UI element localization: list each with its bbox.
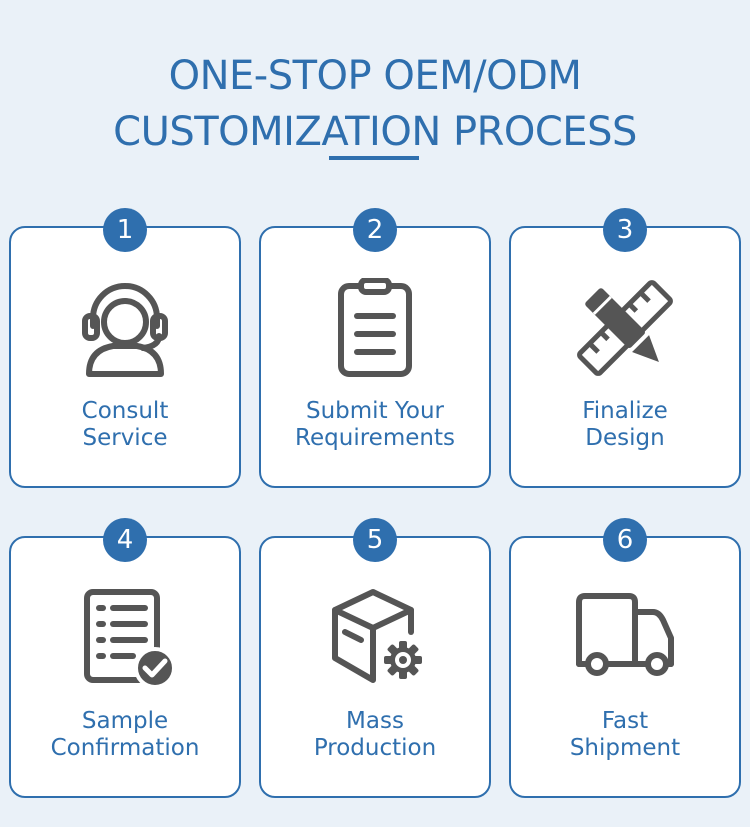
title-line-1: ONE-STOP OEM/ODM (168, 53, 582, 99)
step-badge: 4 (103, 518, 147, 562)
headset-agent-icon (82, 283, 168, 377)
step-badge: 6 (603, 518, 647, 562)
step-card-submit-requirements: 2 Submit Your Requirements (259, 208, 491, 488)
step-card-finalize-design: 3 Finalize Design (509, 208, 741, 488)
title-line-2: CUSTOMIZATION PROCESS (113, 109, 637, 155)
step-label: Fast Shipment (569, 708, 681, 761)
title-underline (329, 156, 419, 160)
step-label: Finalize Design (582, 398, 668, 451)
step-card-fast-shipment: 6 Fast Shipment (509, 518, 741, 798)
step-card-sample-confirmation: 4 Sample Confirmation (9, 518, 241, 798)
box-gear-icon (332, 589, 423, 683)
step-badge: 1 (103, 208, 147, 252)
step-badge: 3 (603, 208, 647, 252)
step-label: Submit Your Requirements (295, 398, 455, 451)
step-badge: 5 (353, 518, 397, 562)
step-label: Mass Production (313, 708, 437, 761)
truck-icon (576, 593, 674, 676)
clipboard-icon (338, 278, 412, 377)
step-label: Sample Confirmation (50, 708, 200, 761)
step-badge: 2 (353, 208, 397, 252)
step-label: Consult Service (81, 398, 169, 451)
step-card-consult: 1 Consult Service (9, 208, 241, 488)
pencil-ruler-icon (577, 280, 673, 376)
step-card-mass-production: 5 Mass Production (259, 518, 491, 798)
checklist-icon (84, 589, 175, 688)
page-title: ONE-STOP OEM/ODM CUSTOMIZATION PROCESS (0, 48, 750, 160)
